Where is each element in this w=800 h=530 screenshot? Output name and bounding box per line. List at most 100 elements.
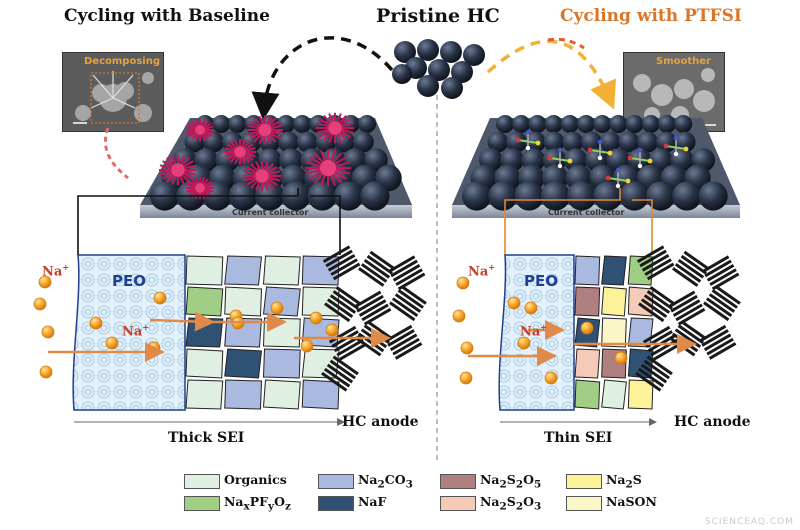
graphene-layer: [392, 337, 420, 356]
graphene-layer: [703, 301, 730, 322]
sem-texture-left: [63, 53, 163, 131]
hc-graphene-stack: [638, 286, 676, 323]
hc-graphene-stack: [358, 250, 396, 287]
hc-sphere: [645, 181, 676, 211]
hc-sphere: [593, 181, 623, 211]
sei-component: [301, 286, 340, 317]
legend-swatch-organics: [184, 474, 220, 489]
graphene-layer: [677, 258, 705, 279]
dendrite-cluster: [316, 112, 354, 144]
graphene-layer: [356, 294, 384, 313]
graphene-layer: [361, 303, 389, 322]
graphene-layer: [363, 258, 391, 279]
graphene-layer: [335, 286, 362, 306]
title-cycling-baseline: Cycling with Baseline: [64, 6, 270, 26]
graphene-layer: [636, 245, 665, 263]
title-pristine-hc: Pristine HC: [376, 5, 500, 27]
na-ion: [580, 321, 594, 335]
hc-graphene-stack: [353, 290, 392, 326]
hc-sphere: [528, 115, 547, 133]
watermark: SCIENCEAQ.COM: [704, 517, 794, 527]
arrow-to-baseline: [251, 36, 394, 121]
graphene-layer: [355, 336, 382, 357]
sei-component: [627, 317, 654, 348]
sei-component: [601, 379, 627, 410]
molecule-atom: [673, 151, 679, 157]
sei-component: [262, 255, 301, 286]
hc-sphere: [540, 181, 571, 211]
hc-graphene-stack: [321, 355, 359, 392]
graphene-layer: [637, 367, 665, 388]
right-cross-section: [498, 245, 741, 411]
left-electrode: [140, 112, 412, 218]
left-cross-section: [72, 245, 427, 411]
dendrite-cluster: [159, 154, 197, 186]
sei-component: [262, 379, 301, 410]
pristine-hc-spheres: [392, 39, 485, 99]
na-ion: [517, 336, 531, 350]
sei-component: [601, 255, 627, 286]
dendrite-core: [319, 159, 337, 177]
graphene-layer: [326, 298, 354, 318]
graphene-layer: [332, 355, 359, 376]
graphene-layer: [680, 254, 707, 275]
graphene-layer: [394, 293, 422, 313]
hc-sphere: [293, 115, 312, 133]
ion-charge: +: [142, 322, 150, 332]
graphene-layer: [708, 342, 737, 360]
graphene-layer: [674, 263, 702, 283]
hc-sphere: [543, 131, 565, 153]
graphene-layer: [683, 250, 710, 271]
legend-swatch-na2s: [566, 474, 602, 489]
graphene-layer: [649, 286, 676, 306]
hc-sphere: [698, 181, 728, 211]
sei-component: [601, 317, 627, 348]
thick-sei-label: Thick SEI: [168, 430, 245, 446]
hc-sphere: [240, 131, 262, 153]
legend-swatch-na2s2o3: [440, 496, 476, 511]
graphene-layer: [324, 302, 351, 323]
dendrite-core: [195, 125, 205, 135]
hc-sphere: [496, 115, 514, 133]
molecule-atom: [535, 140, 541, 146]
hc-sphere: [637, 131, 659, 153]
arrow-to-ptfsi: [486, 39, 616, 110]
legend-swatch-na2co3: [318, 474, 354, 489]
graphene-layer: [652, 343, 681, 361]
right-bracket: [504, 188, 653, 255]
hc-sphere: [487, 131, 509, 153]
hc-sphere: [212, 115, 231, 133]
hc-sphere: [593, 115, 612, 133]
hc-sphere: [514, 181, 544, 211]
hc-sphere: [599, 131, 621, 153]
graphene-layer: [384, 324, 413, 343]
graphene-layer: [667, 290, 696, 309]
graphene-layer: [646, 355, 673, 376]
hc-graphene-stack: [698, 324, 737, 360]
graphene-layer: [646, 290, 673, 310]
hc-sphere: [567, 181, 597, 211]
molecule-atom: [557, 163, 563, 169]
na-ion: [524, 301, 538, 315]
dendrite-core: [258, 123, 272, 137]
molecule-atom: [683, 146, 689, 152]
graphene-layer: [397, 272, 426, 291]
graphene-layer: [330, 258, 358, 276]
graphene-layer: [714, 285, 741, 305]
graphene-layer: [646, 262, 675, 281]
hc-sphere: [619, 181, 649, 211]
hc-anode-label-right: HC anode: [674, 414, 751, 430]
sem-label-smoother: Smoother: [656, 56, 711, 67]
hc-sphere: [672, 181, 702, 211]
hc-graphene-stack: [636, 245, 675, 281]
legend-label-naxpfyoz: NaxPFyOz: [224, 494, 291, 513]
sei-component: [601, 286, 627, 317]
legend-label-na2s2o3: Na2S2O3: [480, 494, 542, 513]
na-ion: [544, 371, 558, 385]
dendrite-core: [195, 183, 205, 193]
graphene-layer: [672, 299, 701, 317]
hc-graphene-stack: [322, 245, 361, 281]
hc-graphene-stack: [701, 255, 740, 291]
hc-sphere: [609, 115, 628, 133]
